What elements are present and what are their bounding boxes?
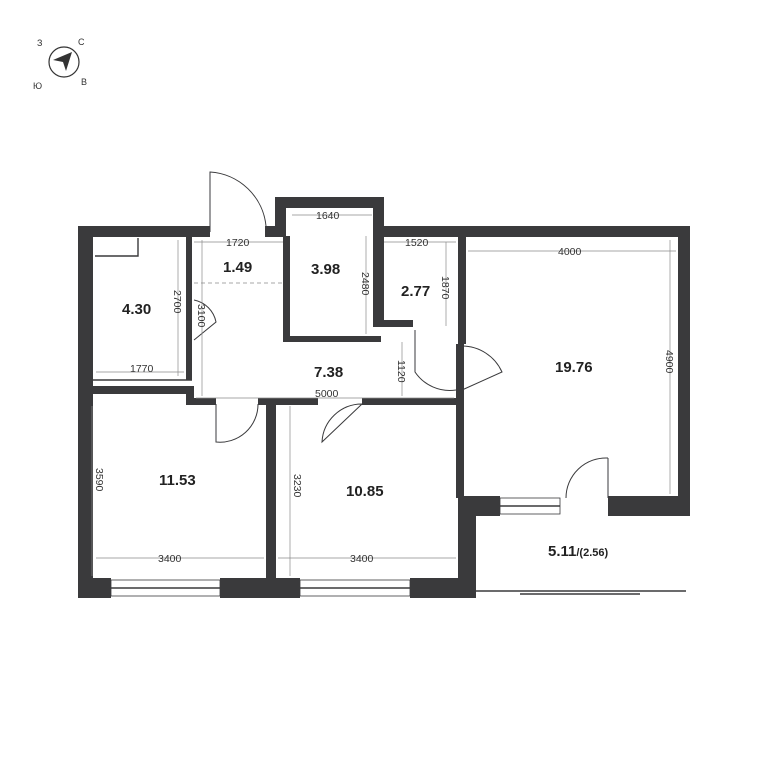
compass-circle [48, 46, 80, 78]
room-area-balcony-reduced: /(2.56) [576, 547, 608, 559]
dim-2700: 2700 [171, 290, 183, 314]
wall-hall-bottom-2 [258, 398, 318, 405]
wall-toilet-bottom [373, 320, 413, 327]
wall-hall-bottom-3 [362, 398, 462, 405]
compass-arrow-icon [53, 52, 72, 71]
dim-3400-left: 3400 [158, 553, 182, 565]
door-toilet [414, 330, 457, 391]
dimension-labels: 1640 1720 1520 4000 1770 5000 3400 3400 … [93, 210, 675, 565]
compass-west-label: З [37, 38, 42, 48]
compass-east-label: В [81, 77, 87, 87]
dim-4900: 4900 [663, 350, 675, 374]
dim-5000: 5000 [315, 388, 339, 400]
wall-bedrooms-divider [266, 404, 276, 580]
dim-1520: 1520 [405, 237, 429, 249]
wall-bathroom-left [283, 236, 290, 340]
exterior-walls [78, 197, 690, 598]
dim-3590: 3590 [93, 468, 105, 492]
door-living [461, 345, 503, 391]
room-area-balcony-total: 5.11 [548, 543, 576, 560]
dim-1720: 1720 [226, 237, 250, 249]
wall-living-left [456, 344, 464, 498]
dimension-lines [91, 214, 676, 576]
storage-shelf [95, 238, 139, 257]
door-storage [193, 299, 217, 341]
wall-bedroom-left-top [78, 386, 192, 394]
wall-living-top [458, 226, 690, 237]
room-area-hall: 7.38 [314, 364, 343, 381]
dim-1770: 1770 [130, 363, 154, 375]
door-bedroom-right [321, 403, 363, 444]
wall-toilet-living [458, 226, 466, 344]
room-area-bathroom: 3.98 [311, 261, 340, 278]
compass-north-label: С [78, 37, 85, 47]
room-areas: 4.30 1.49 3.98 2.77 19.76 7.38 11.53 10.… [122, 259, 609, 560]
dim-3400-right: 3400 [350, 553, 374, 565]
wall-right [678, 226, 690, 516]
wall-entrance-right [265, 226, 285, 237]
door-balcony [565, 457, 609, 499]
wall-bathroom-right [373, 197, 384, 327]
dim-1120: 1120 [395, 360, 407, 383]
room-area-storage: 4.30 [122, 301, 151, 318]
wall-left [78, 226, 93, 598]
wall-living-bottom-right [608, 496, 690, 516]
dim-3100: 3100 [195, 304, 207, 328]
door-entrance [209, 171, 267, 232]
windows [110, 497, 686, 597]
room-area-living: 19.76 [555, 359, 593, 376]
wall-bottom-1 [78, 578, 111, 598]
room-area-toilet: 2.77 [401, 283, 430, 300]
dim-2480: 2480 [359, 272, 371, 296]
wall-balcony-left [458, 496, 476, 598]
dim-3230: 3230 [291, 474, 303, 498]
wall-entrance-left [186, 226, 210, 237]
room-area-bedroom-left: 11.53 [159, 472, 196, 489]
compass: З С Ю В [33, 37, 87, 91]
room-area-bedroom-right: 10.85 [346, 483, 384, 500]
dim-4000: 4000 [558, 246, 582, 258]
interior-walls [78, 226, 464, 580]
room-area-balcony: 5.11/(2.56) [548, 543, 609, 560]
wall-bathroom-top [275, 197, 384, 208]
wall-toilet-top [373, 226, 465, 237]
doors [193, 171, 609, 499]
wall-top-left [78, 226, 192, 237]
wall-hall-bottom-1 [186, 398, 216, 405]
partition-storage-right [186, 236, 192, 380]
door-bedroom-left [215, 403, 259, 443]
room-area-vestibule: 1.49 [223, 259, 252, 276]
dim-1640: 1640 [316, 210, 340, 222]
dim-1870: 1870 [439, 276, 451, 300]
wall-bottom-2 [220, 578, 300, 598]
wall-bathroom-left-upper [275, 197, 286, 237]
compass-south-label: Ю [33, 81, 42, 91]
wall-bathroom-bottom [283, 336, 381, 342]
wall-hall-left-bottom [186, 386, 194, 404]
